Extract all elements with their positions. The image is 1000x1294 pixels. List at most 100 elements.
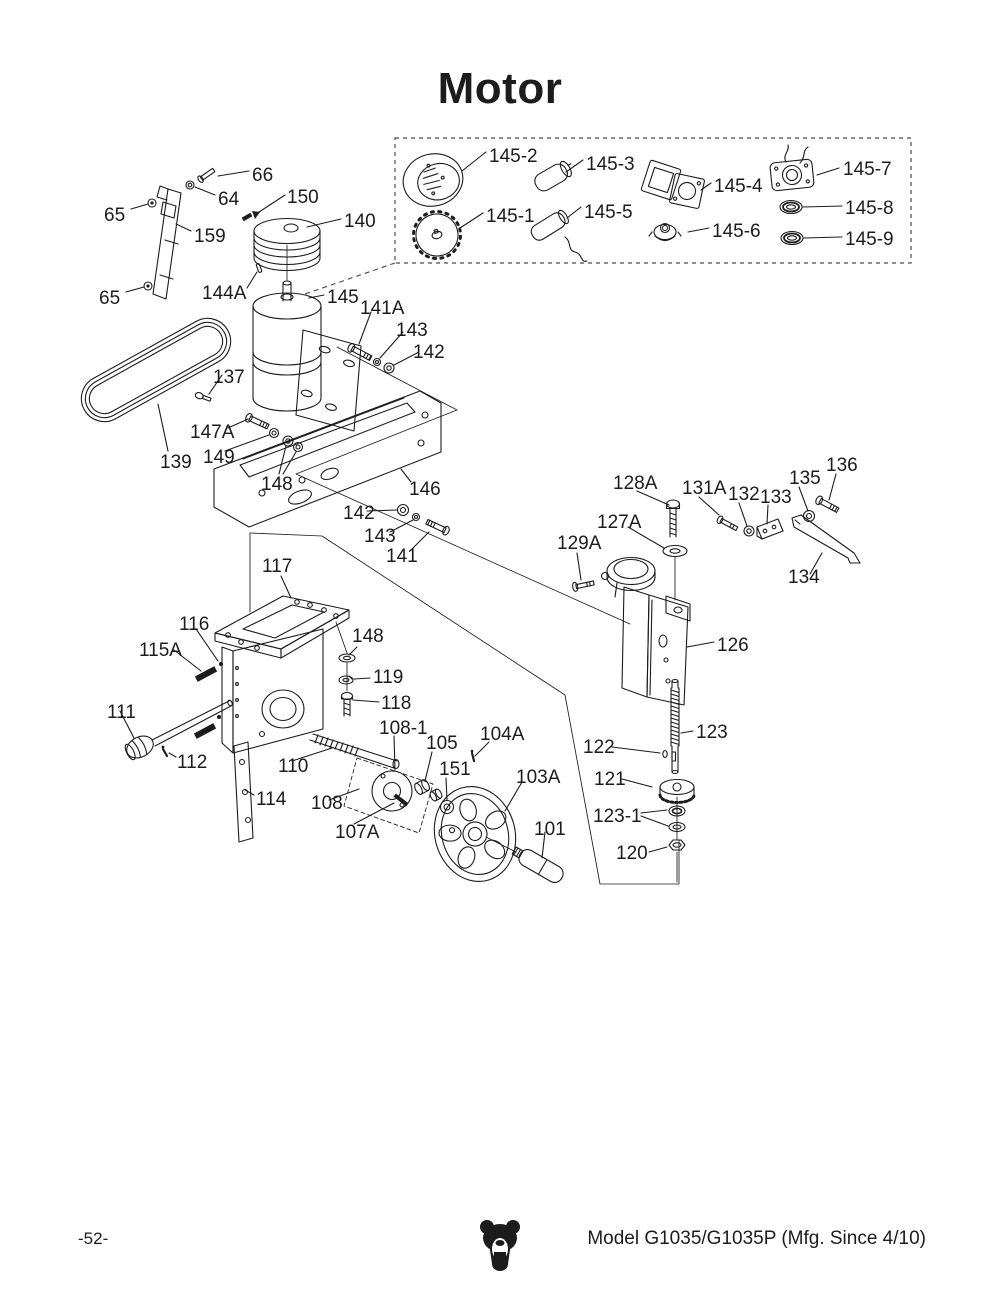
part-callout-142: 142 — [343, 503, 375, 524]
part-callout-101: 101 — [534, 819, 566, 840]
page-number: -52- — [78, 1229, 109, 1248]
plates-145-4 — [640, 159, 712, 209]
fasteners-148-119-118 — [335, 621, 380, 717]
part-callout-128A: 128A — [613, 473, 658, 494]
part-callout-147A: 147A — [190, 422, 235, 443]
part-callout-149: 149 — [203, 447, 235, 468]
grizzly-bear-logo-icon — [480, 1220, 520, 1271]
capacitor-145-3 — [534, 159, 584, 192]
part-callout-150: 150 — [287, 187, 319, 208]
part-callout-121: 121 — [594, 769, 626, 790]
motor-mount-plate — [295, 329, 362, 432]
screw-131A — [698, 496, 739, 532]
washer-132 — [738, 502, 755, 537]
part-callout-135: 135 — [789, 468, 821, 489]
washers-148-left — [278, 435, 304, 475]
part-callout-145-7: 145-7 — [843, 159, 892, 180]
part-callout-159: 159 — [194, 226, 226, 247]
pin-112 — [161, 745, 177, 758]
part-callout-146: 146 — [409, 479, 441, 500]
switch-145-6 — [648, 222, 710, 242]
gearbox-housing-117 — [214, 575, 350, 754]
nut-65-top — [130, 198, 157, 210]
pointer-134 — [791, 514, 861, 575]
part-callout-143: 143 — [396, 320, 428, 341]
bushings-105 — [414, 751, 443, 802]
part-callout-145: 145 — [327, 287, 359, 308]
worm-shaft-110 — [291, 733, 400, 770]
washer-127A — [627, 526, 688, 601]
part-callout-145-8: 145-8 — [845, 198, 894, 219]
washer-149 — [224, 427, 280, 452]
handle-101 — [511, 831, 564, 883]
part-callout-144A: 144A — [202, 283, 247, 304]
part-callout-65: 65 — [99, 288, 121, 309]
part-callout-65: 65 — [104, 205, 126, 226]
phantom-lines — [249, 346, 680, 885]
handwheel-103A — [433, 781, 523, 882]
part-callout-120: 120 — [616, 843, 648, 864]
part-callout-127A: 127A — [597, 512, 642, 533]
footer-model-text: Model G1035/G1035P (Mfg. Since 4/10) — [587, 1228, 926, 1249]
hub-assembly-108 — [328, 735, 434, 834]
part-callout-148: 148 — [352, 626, 384, 647]
part-callout-103A: 103A — [516, 767, 561, 788]
part-callout-114: 114 — [256, 789, 287, 810]
part-callout-142: 142 — [413, 342, 445, 363]
capacitor-145-5 — [530, 206, 588, 262]
part-callout-118: 118 — [381, 693, 412, 714]
part-callout-137: 137 — [213, 367, 245, 388]
part-callout-145-1: 145-1 — [486, 206, 535, 227]
part-callout-141: 141 — [386, 546, 418, 567]
pin-104A — [470, 741, 490, 763]
bolt-128A — [636, 490, 681, 538]
set-screws-115A-116 — [173, 628, 223, 739]
lead-screw-123 — [670, 678, 694, 775]
part-callout-143: 143 — [364, 526, 396, 547]
part-callout-139: 139 — [160, 452, 192, 473]
washer-135 — [798, 486, 816, 523]
hex-nut-120 — [648, 839, 686, 883]
part-callout-119: 119 — [373, 667, 404, 688]
part-callout-145-6: 145-6 — [712, 221, 761, 242]
quill-bracket-126 — [600, 556, 715, 706]
bolt-141-group — [366, 503, 450, 552]
part-callout-145-5: 145-5 — [584, 202, 633, 223]
part-callout-132: 132 — [728, 484, 760, 505]
part-callout-123: 123 — [696, 722, 728, 743]
part-callout-148: 148 — [261, 474, 293, 495]
part-callout-145-4: 145-4 — [714, 176, 763, 197]
fan-cover-145-2 — [402, 151, 487, 207]
part-callout-123-1: 123-1 — [593, 806, 642, 827]
part-callout-122: 122 — [583, 737, 615, 758]
part-callout-108-1: 108-1 — [379, 718, 428, 739]
part-callout-115A: 115A — [139, 640, 182, 661]
part-callout-111: 111 — [107, 702, 136, 723]
part-callout-145-2: 145-2 — [489, 146, 538, 167]
washer-64 — [185, 180, 216, 196]
clip-bracket-133 — [756, 504, 784, 540]
part-callout-141A: 141A — [360, 298, 405, 319]
part-callout-145-9: 145-9 — [845, 229, 894, 250]
motor-145 — [252, 280, 325, 412]
bolt-141A-group — [347, 311, 420, 374]
part-callout-104A: 104A — [480, 724, 525, 745]
motor-pulley-140 — [253, 217, 342, 281]
pin-122 — [611, 746, 668, 759]
part-callout-145-3: 145-3 — [586, 154, 635, 175]
part-callout-134: 134 — [788, 567, 820, 588]
motor-fan-145-1 — [412, 210, 484, 260]
part-callout-105: 105 — [426, 733, 458, 754]
part-callout-64: 64 — [218, 189, 240, 210]
part-callout-136: 136 — [826, 455, 858, 476]
inset-box — [304, 137, 912, 295]
bearing-145-9 — [780, 230, 843, 246]
bearing-145-8 — [779, 199, 843, 215]
part-callout-133: 133 — [760, 487, 792, 508]
part-callout-151: 151 — [439, 759, 471, 780]
screw-137 — [194, 374, 223, 402]
v-belt-139 — [80, 317, 232, 452]
part-callout-66: 66 — [252, 165, 274, 186]
